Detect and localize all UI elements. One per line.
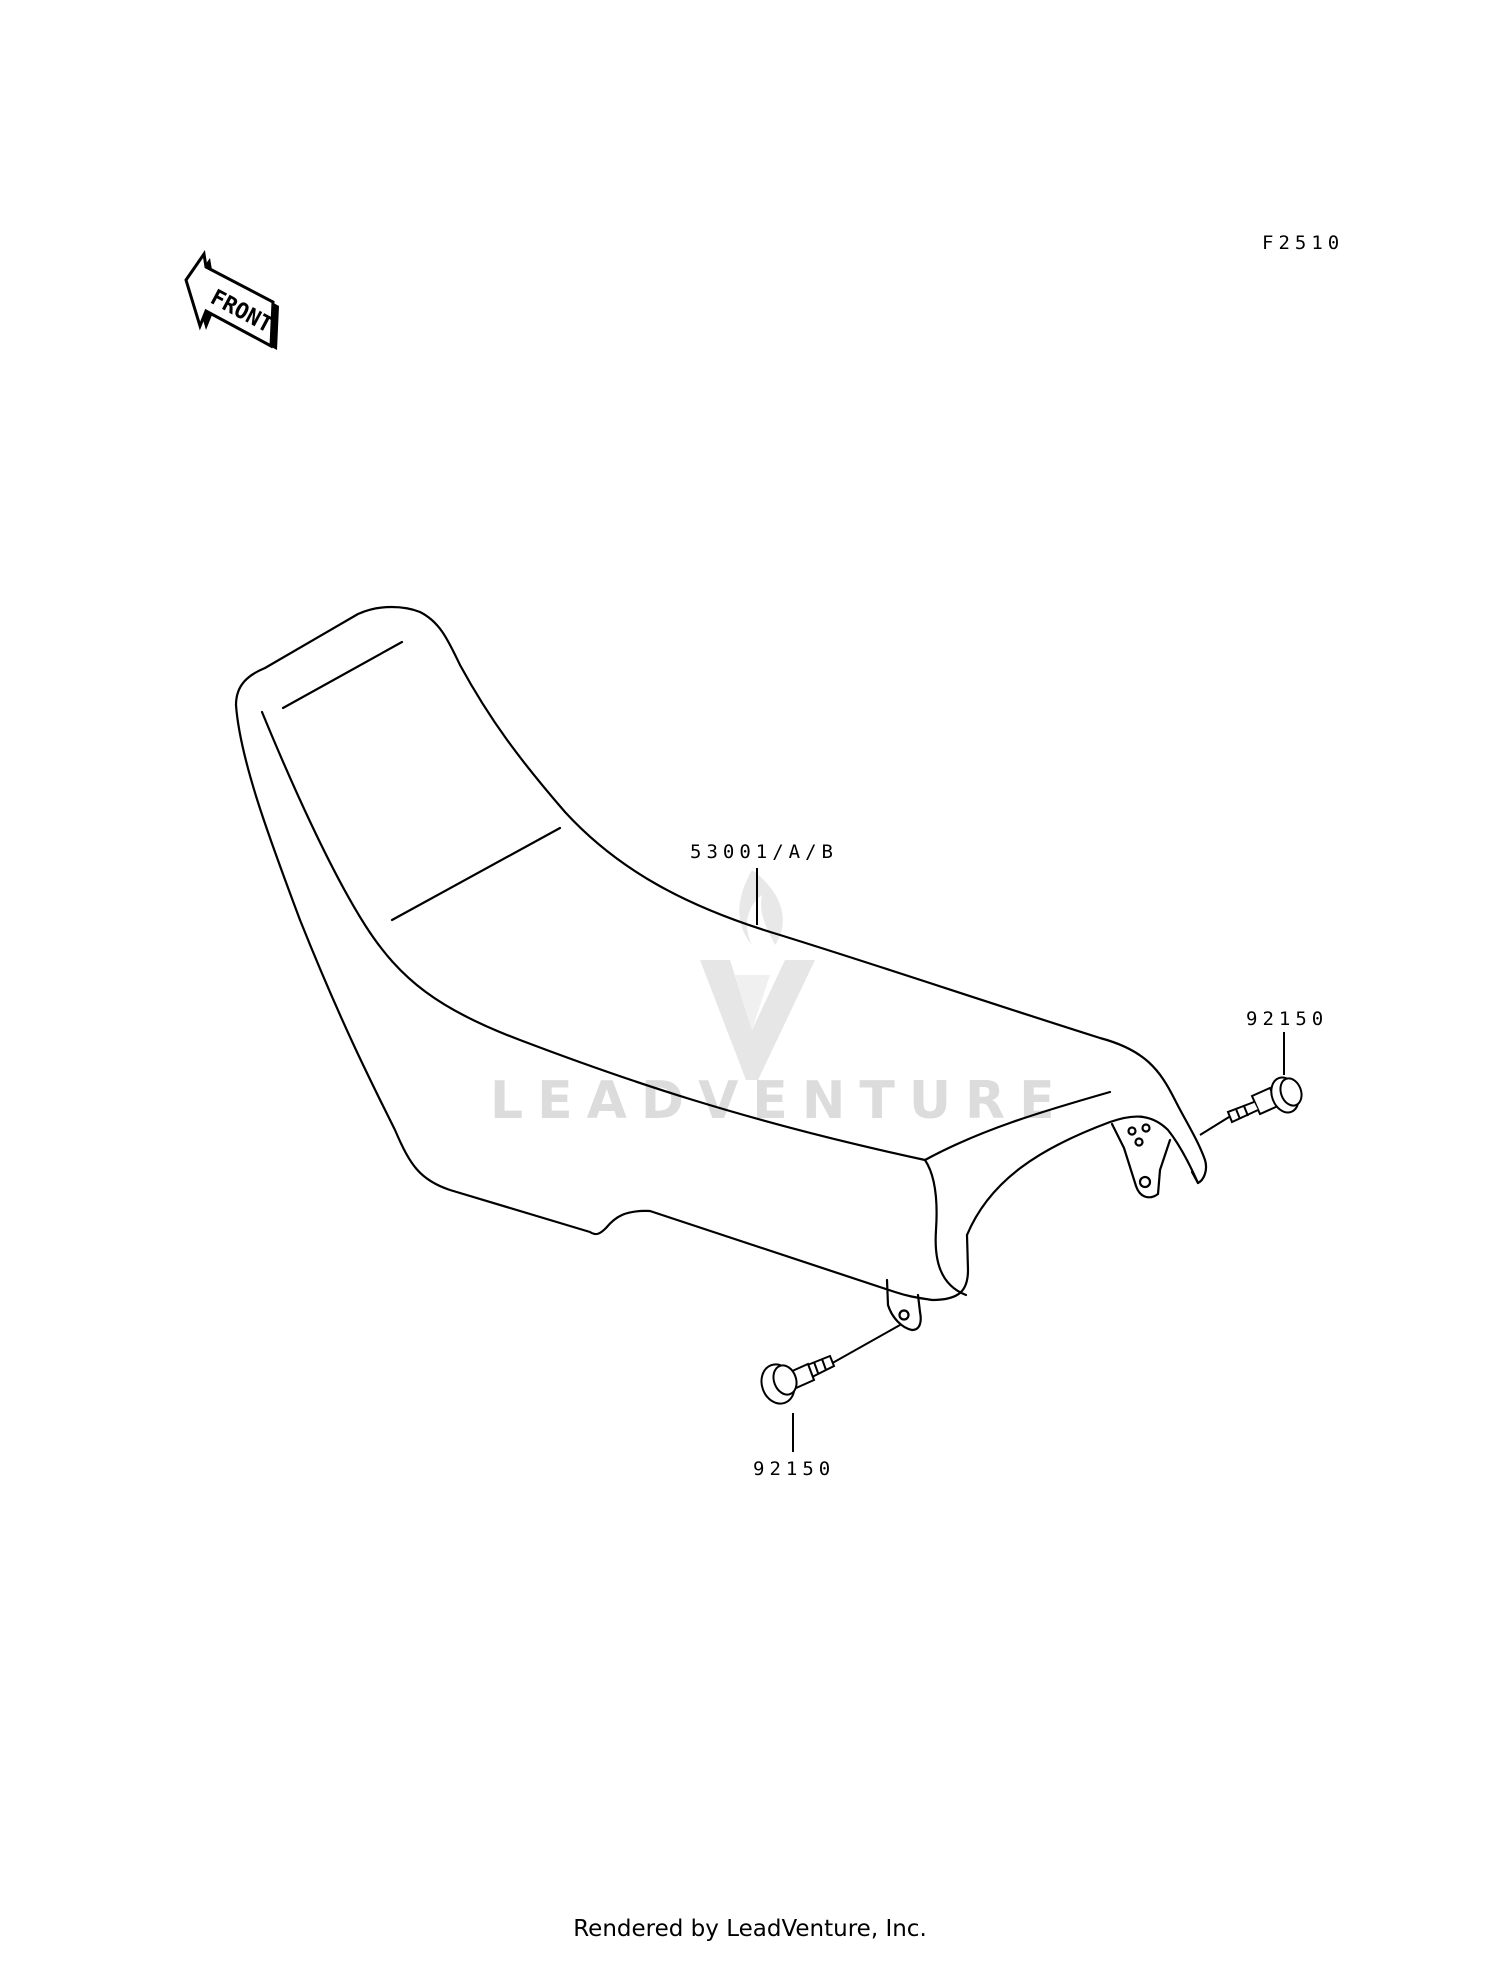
callout-bolt-bottom: 92150 xyxy=(753,1458,835,1480)
figure-code: F2510 xyxy=(1262,232,1344,254)
seat-drawing xyxy=(234,605,1208,1332)
bolt-right-icon xyxy=(1226,1076,1303,1124)
footer-credit: Rendered by LeadVenture, Inc. xyxy=(573,1916,927,1942)
watermark: LEADVENTURE xyxy=(490,870,1069,1131)
front-arrow-icon: FRONT xyxy=(184,250,279,350)
watermark-text: LEADVENTURE xyxy=(490,1071,1069,1131)
bolt-bottom-icon xyxy=(760,1354,836,1405)
callout-bolt-right: 92150 xyxy=(1246,1008,1328,1030)
callout-seat: 53001/A/B xyxy=(690,841,838,863)
